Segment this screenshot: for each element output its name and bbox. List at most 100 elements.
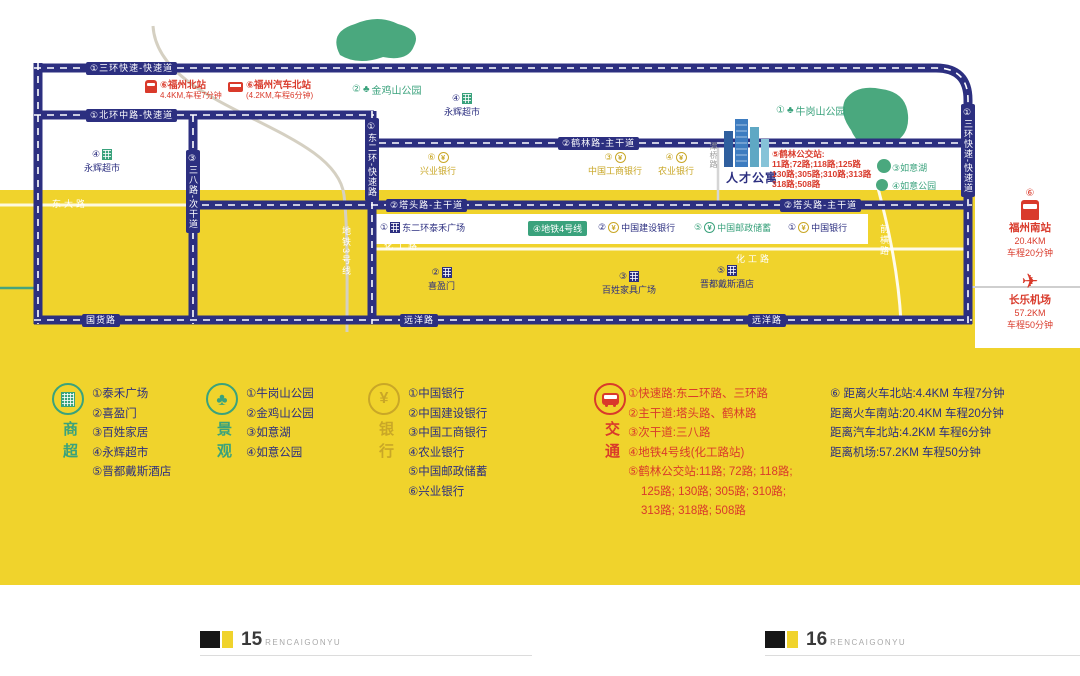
train-icon <box>145 80 157 93</box>
legend-traffic-icon <box>594 383 626 415</box>
bus-stop-line: 318路;508路 <box>772 179 821 189</box>
poi-number: ⑤ <box>694 222 703 232</box>
poi-number: ① <box>788 222 797 232</box>
footer-black-block <box>765 631 785 648</box>
road-label-dongda: 东大路 <box>52 199 89 209</box>
bus-stop-line: 130路;305路;310路;313路 <box>772 169 872 179</box>
poi-distance: 20.4KM <box>1014 236 1046 246</box>
footer-yellow-block <box>222 631 233 648</box>
footer-black-block <box>200 631 220 648</box>
building-icon <box>727 264 738 276</box>
legend-bank-icon: ¥ <box>368 383 400 415</box>
poi-number: ② <box>431 267 440 277</box>
page-brand: RENCAIGONYU <box>265 638 342 647</box>
road-label-beihuan: ①北环中路-快速道 <box>86 109 178 122</box>
legend-item: ①快速路:东二环路、三环路 <box>628 388 769 400</box>
poi-name: 永辉超市 <box>444 107 481 117</box>
poi-name: 农业银行 <box>658 166 695 176</box>
poi-helin-bus-stop: ⑤鹤林公交站: 11路;72路;118路;125路 130路;305路;310路… <box>772 149 871 189</box>
bank-yuan-icon: ¥ <box>704 222 716 233</box>
yellow-background <box>0 190 1080 585</box>
building-icon <box>441 266 452 278</box>
poi-changle-airport: ✈ 长乐机场 57.2KM 车程50分钟 <box>985 272 1075 331</box>
legend-item: ⑥ 距离火车北站:4.4KM 车程7分钟 <box>830 388 1005 400</box>
poi-number: ④ <box>665 152 674 162</box>
page-brand: RENCAIGONYU <box>830 638 907 647</box>
jinjishan-park-area <box>336 19 416 62</box>
poi-ruyi-park: ④如意公园 <box>892 181 937 191</box>
poi-title: ⑥福州汽车北站 <box>246 80 312 91</box>
legend-item: 距离机场:57.2KM 车程50分钟 <box>830 446 981 459</box>
tree-icon: ♣ <box>216 389 228 409</box>
road-label-yuanyang-right: 远洋路 <box>748 314 787 327</box>
road-label-sanhuan-top: ①三环快速-快速道 <box>86 62 178 75</box>
legend-item: 距离汽车北站:4.2KM 车程6分钟 <box>830 427 992 439</box>
page-marker-right: 16 RENCAIGONYU <box>765 630 907 649</box>
footer-yellow-block <box>787 631 798 648</box>
legend-item: ⑥兴业银行 <box>408 485 465 498</box>
road-label-sanhuan-right: ①三环快速-快速道 <box>961 104 975 197</box>
map-canvas <box>0 19 1080 333</box>
poi-distance: 57.2KM <box>1014 308 1046 318</box>
poi-number: ② <box>352 84 361 95</box>
poi-ruyi-lake: ③如意湖 <box>892 163 928 173</box>
legend-item: ③中国工商银行 <box>408 427 488 439</box>
poi-boc-bank: ①¥中国银行 <box>788 221 847 234</box>
poi-name: 牛岗山公园 <box>795 107 846 118</box>
legend-park-icon: ♣ <box>206 383 238 415</box>
legend-item: ③次干道:三八路 <box>628 427 711 439</box>
poi-baixing-furniture-plaza: ③ 百姓家具广场 <box>602 270 656 296</box>
legend-mall-icon <box>52 383 84 415</box>
legend-item: ④如意公园 <box>246 446 303 459</box>
park-areas <box>336 19 909 191</box>
building-icon <box>102 148 113 160</box>
bus-icon <box>228 82 243 92</box>
poi-name: 中国邮政储蓄 <box>717 223 772 233</box>
poi-name: 喜盈门 <box>428 281 456 291</box>
legend-park-list: ①牛岗山公园 ②金鸡山公园 ③如意湖 ④如意公园 <box>246 385 314 463</box>
legend-item: ④农业银行 <box>408 446 465 459</box>
legend-distance-list: ⑥ 距离火车北站:4.4KM 车程7分钟 距离火车南站:20.4KM 车程20分… <box>830 385 1005 463</box>
legend-item: ③百姓家居 <box>92 427 149 439</box>
building-icon <box>390 222 401 233</box>
road-label-qianheng: 前横路 <box>879 224 889 257</box>
metro4-station-label: ④地铁4号线 <box>528 221 588 236</box>
bus-stop-line: ⑤鹤林公交站: <box>772 149 825 159</box>
road-label-tanqiao: 潭桥路 <box>709 142 718 169</box>
poi-name: 东二环泰禾广场 <box>402 223 466 233</box>
poi-name: 中国工商银行 <box>588 166 643 176</box>
legend-traffic-list: ①快速路:东二环路、三环路 ②主干道:塔头路、鹤林路 ③次干道:三八路 ④地铁4… <box>628 385 793 522</box>
poi-name: 永辉超市 <box>84 163 121 173</box>
poi-name: 兴业银行 <box>420 166 457 176</box>
legend-item: ⑤晋都戴斯酒店 <box>92 466 172 478</box>
bank-yuan-icon: ¥ <box>798 222 810 233</box>
poi-distance: 4.4KM,车程7分钟 <box>160 91 222 100</box>
plane-icon: ✈ <box>1021 271 1039 293</box>
poi-number: ③ <box>604 152 613 162</box>
road-label-tatou-right: ②塔头路-主干道 <box>780 199 862 212</box>
bank-yuan-icon: ¥ <box>614 151 626 163</box>
legend-item: ②中国建设银行 <box>408 407 488 420</box>
road-qianheng <box>864 144 903 323</box>
tree-icon: ♣ <box>786 105 794 116</box>
tree-icon: ♣ <box>362 84 370 95</box>
property-buildings-illustration <box>724 119 769 167</box>
legend-item: ②金鸡山公园 <box>246 407 314 420</box>
poi-distance: (4.2KM,车程6分钟) <box>246 91 314 100</box>
legend-mall-list: ①泰禾广场 ②喜盈门 ③百姓家居 ④永辉超市 ⑤晋都戴斯酒店 <box>92 385 171 483</box>
bus-stop-line: 11路;72路;118路;125路 <box>772 159 861 169</box>
legend-item: ⑤中国邮政储蓄 <box>408 466 488 478</box>
property-label: 人才公寓 <box>726 171 779 185</box>
legend-mall-title: 商超 <box>61 421 78 465</box>
legend-item: ③如意湖 <box>246 427 291 439</box>
legend-item: ①泰禾广场 <box>92 388 149 400</box>
poi-fuzhou-north-railway-station: ⑥福州北站 4.4KM,车程7分钟 <box>145 80 222 101</box>
poi-name: 百姓家具广场 <box>602 285 657 295</box>
road-label-huagong-left: 化工路 <box>384 241 421 251</box>
poi-travel-time: 车程50分钟 <box>1006 320 1053 330</box>
road-label-sanba: ③三八路-次干道 <box>186 150 200 233</box>
poi-travel-time: 车程20分钟 <box>1006 248 1053 258</box>
poi-niugangshan-park: ①♣牛岗山公园 <box>776 103 846 118</box>
road-label-tatou-left: ②塔头路-主干道 <box>386 199 468 212</box>
poi-number: ① <box>380 222 389 232</box>
